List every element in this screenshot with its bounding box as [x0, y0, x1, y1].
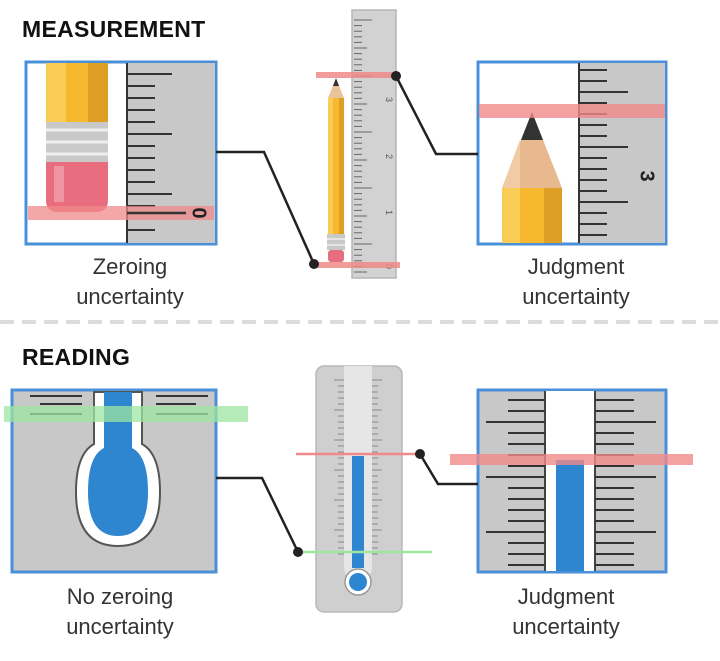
ruler-num-3: 3 — [384, 97, 394, 102]
measurement-heading: MEASUREMENT — [22, 16, 206, 42]
pencil-tip — [502, 112, 562, 243]
thermometer-liquid — [352, 456, 364, 568]
scale-ticks-zoom — [486, 399, 656, 566]
reading-right-connector — [418, 453, 478, 486]
thermometer-scale — [334, 379, 382, 555]
judgment-uncertainty-caption-top: Judgment uncertainty — [522, 254, 630, 309]
judgment-zoom-panel-top: 3 — [476, 60, 668, 246]
left-connector — [216, 150, 316, 265]
meniscus-highlight — [450, 454, 693, 465]
ruler-num-1: 1 — [384, 210, 394, 215]
bulb-top-highlight — [4, 406, 248, 422]
ruler-num-2: 2 — [384, 154, 394, 159]
reading-heading: READING — [22, 344, 131, 370]
ruler: 3 2 1 0 — [351, 9, 397, 279]
zero-label: 0 — [188, 207, 210, 218]
reading-left-connector — [216, 476, 300, 553]
no-zeroing-uncertainty-caption: No zeroing uncertainty — [66, 584, 174, 639]
right-connector — [394, 75, 478, 156]
ruler-zero-highlight — [316, 262, 400, 268]
thermometer — [315, 365, 403, 613]
judgment-uncertainty-caption-bottom: Judgment uncertainty — [512, 584, 620, 639]
pencil-eraser-end — [46, 63, 108, 212]
reading-right-connector-dot — [415, 449, 425, 459]
liquid-column — [556, 460, 584, 571]
judgment-zoom-panel-bottom — [450, 388, 693, 574]
left-connector-dot — [309, 259, 319, 269]
three-label: 3 — [636, 170, 658, 181]
pencil — [327, 78, 345, 262]
zeroing-uncertainty-caption: Zeroing uncertainty — [76, 254, 184, 309]
zero-highlight — [28, 206, 214, 220]
right-connector-dot — [391, 71, 401, 81]
reading-highlight — [479, 104, 665, 118]
ruler-scale — [354, 19, 372, 273]
no-zeroing-zoom-panel — [4, 388, 248, 574]
reading-left-connector-dot — [293, 547, 303, 557]
zeroing-zoom-panel: 0 — [24, 60, 218, 246]
ruler-top-highlight — [316, 72, 400, 78]
